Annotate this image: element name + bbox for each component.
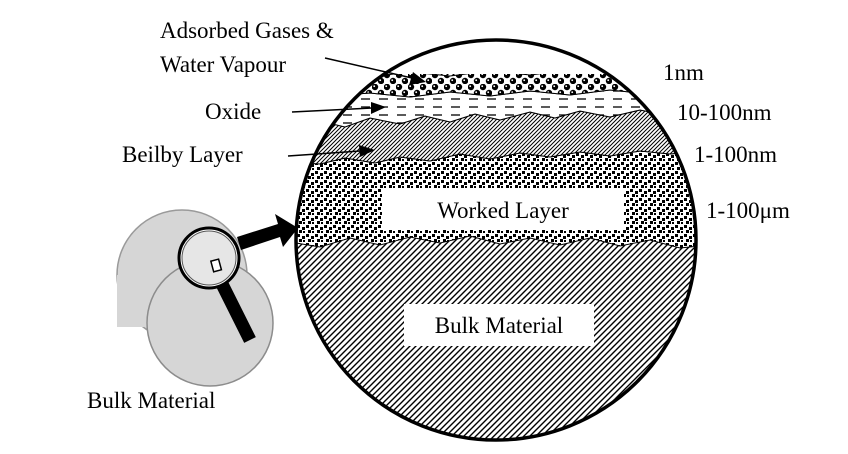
adsorbed-label-line2: Water Vapour	[160, 52, 286, 77]
leader-arrows	[287, 57, 426, 157]
bulk-material-outer-label: Bulk Material	[87, 388, 215, 413]
magnifier-handle	[216, 281, 256, 343]
zoom-arrow-icon	[237, 214, 298, 250]
adsorbed-arrowhead-icon	[409, 72, 426, 85]
beilby-arrowhead-icon	[359, 145, 375, 157]
worked-thickness: 1-100μm	[706, 198, 790, 223]
sample-spot	[209, 258, 223, 273]
oxide-thickness: 10-100nm	[677, 100, 772, 125]
adsorbed-thickness: 1nm	[663, 60, 704, 85]
beilby-layer-label: Beilby Layer	[122, 142, 243, 167]
oxide-arrowhead-icon	[371, 102, 386, 114]
adsorbed-leader	[324, 57, 413, 79]
worked-layer-label-box	[382, 188, 624, 230]
worked-layer-label: Worked Layer	[437, 198, 569, 223]
cross-section	[296, 40, 696, 440]
beilby-leader	[287, 150, 361, 157]
oxide-leader	[291, 107, 373, 113]
oxide-label: Oxide	[205, 99, 261, 124]
bulk-material-inner-label: Bulk Material	[435, 313, 563, 338]
bulk-material-label-box	[404, 304, 594, 346]
magnifier-icon	[177, 226, 256, 343]
magnified-view-border	[294, 38, 698, 442]
beilby-thickness: 1-100nm	[694, 142, 777, 167]
adsorbed-layer-region	[296, 68, 696, 98]
adsorbed-label-line1: Adsorbed Gases &	[160, 18, 334, 43]
